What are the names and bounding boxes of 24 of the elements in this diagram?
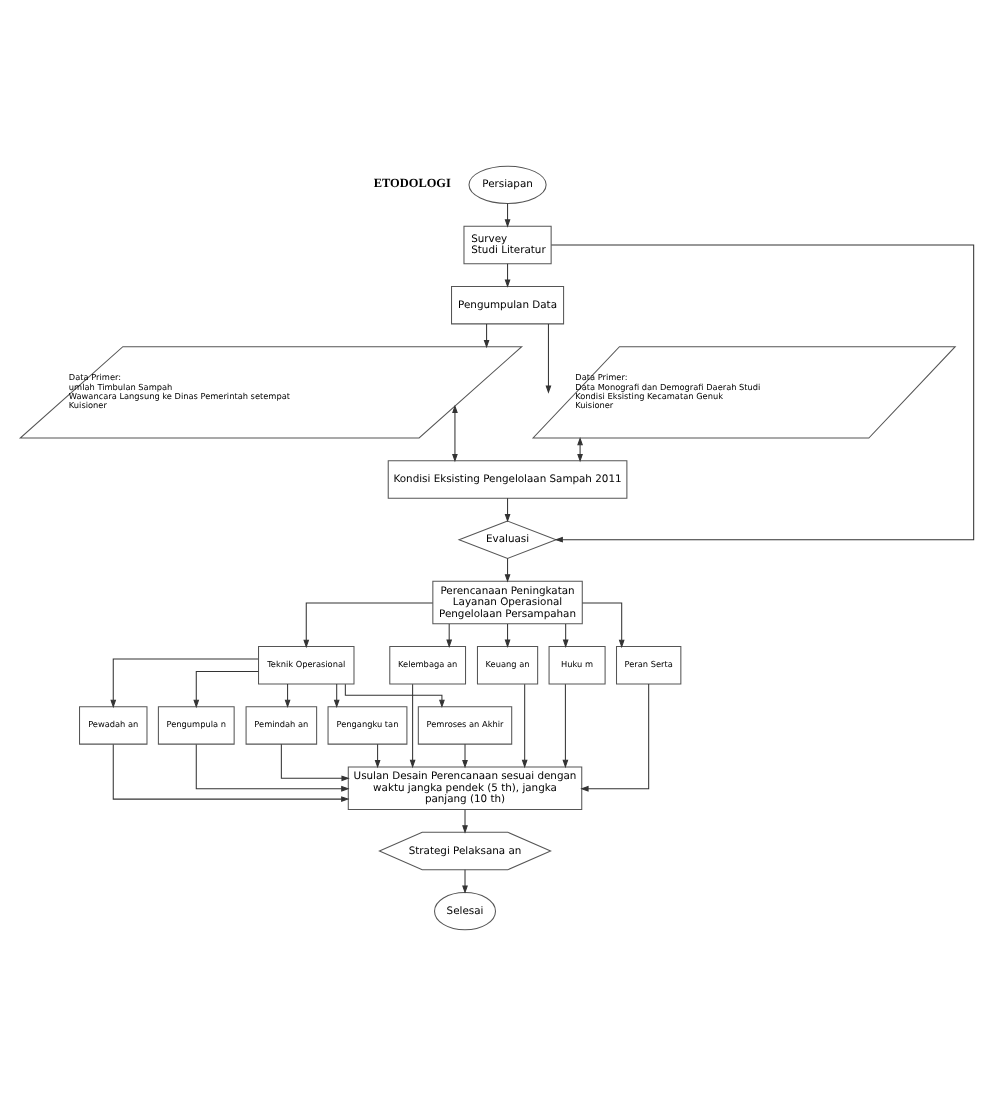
arrow: [110, 658, 259, 709]
arrow: [195, 743, 350, 792]
arrow: [409, 683, 416, 769]
arrow: [333, 683, 340, 709]
arrow: [344, 683, 445, 709]
arrow: [581, 602, 625, 649]
arrow: [462, 809, 468, 834]
arrow: [483, 323, 490, 349]
arrow: [577, 436, 583, 463]
arrow: [452, 404, 458, 463]
arrow: [545, 323, 552, 394]
arrow: [284, 683, 291, 709]
arrow: [112, 743, 350, 803]
arrow: [374, 743, 381, 769]
arrow: [562, 683, 569, 769]
arrow: [550, 244, 975, 543]
arrow: [462, 743, 468, 769]
arrow: [193, 670, 259, 709]
arrow: [504, 497, 511, 523]
arrow: [303, 602, 434, 649]
arrow: [462, 869, 468, 894]
arrow: [521, 683, 528, 769]
arrow: [280, 743, 350, 782]
arrow: [580, 683, 650, 792]
